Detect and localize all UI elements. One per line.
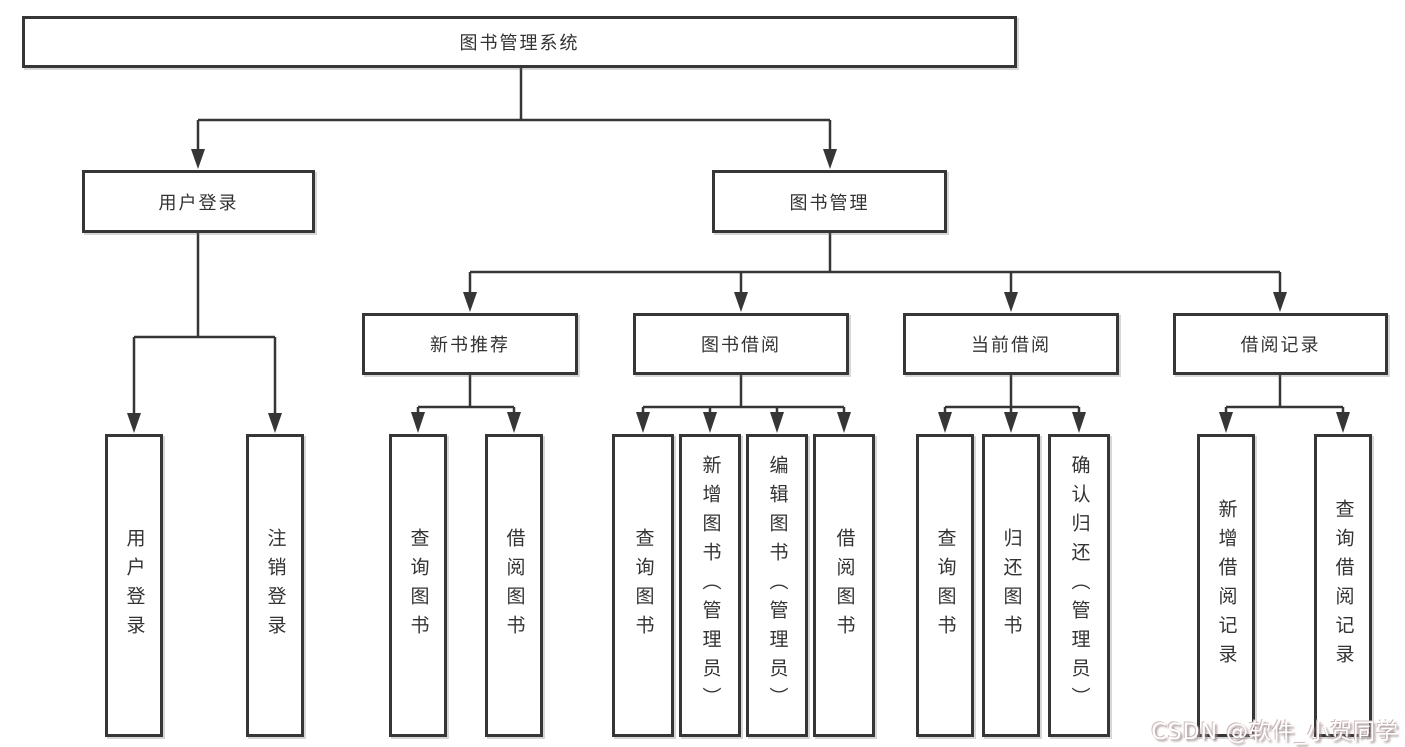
node-nbr-query-books: 查询图书 [389, 434, 447, 737]
node-new-book-recommend: 新书推荐 [362, 313, 578, 375]
node-label: 查询借阅记录 [1332, 498, 1355, 673]
node-label: 查询图书 [632, 527, 655, 644]
node-label: 图书借阅 [701, 335, 781, 356]
connector-root-to-level2 [191, 68, 837, 169]
connector-book-management-to-level3 [463, 233, 1287, 312]
node-br-add-record: 新增借阅记录 [1197, 434, 1255, 737]
node-label: 注销登录 [264, 527, 287, 644]
connector-new-book-recommend-to-children [411, 375, 521, 433]
node-logout: 注销登录 [246, 434, 304, 737]
node-label: 查询图书 [934, 527, 957, 644]
node-label: 图书管理系统 [459, 33, 580, 54]
node-nbr-borrow-books: 借阅图书 [485, 434, 543, 737]
node-label: 归还图书 [1000, 527, 1023, 644]
node-label: 用户登录 [158, 192, 239, 214]
node-label: 当前借阅 [971, 335, 1051, 356]
node-label: 借阅记录 [1240, 335, 1321, 356]
node-br-query-record: 查询借阅记录 [1314, 434, 1372, 737]
node-bb-borrow-books: 借阅图书 [813, 434, 875, 737]
node-label: 新增借阅记录 [1215, 498, 1238, 673]
node-label: 编辑图书（管理员） [766, 455, 789, 716]
node-label: 图书管理 [789, 192, 870, 214]
connector-user-login-to-children [127, 233, 282, 433]
node-label: 借阅图书 [503, 527, 526, 644]
node-borrowing-records: 借阅记录 [1173, 313, 1388, 375]
node-user-login-action: 用户登录 [105, 434, 163, 737]
connector-current-borrowing-to-children [938, 375, 1086, 433]
connector-book-borrowing-to-children [636, 375, 851, 433]
node-cb-query-books: 查询图书 [916, 434, 974, 737]
node-label: 用户登录 [123, 527, 146, 644]
node-label: 确认归还（管理员） [1068, 455, 1091, 716]
node-cb-return-books: 归还图书 [982, 434, 1040, 737]
node-bb-add-books-admin: 新增图书（管理员） [679, 434, 741, 737]
node-label: 新增图书（管理员） [699, 455, 722, 716]
node-book-management: 图书管理 [712, 170, 947, 233]
node-user-login: 用户登录 [82, 170, 315, 233]
node-current-borrowing: 当前借阅 [903, 313, 1119, 375]
node-cb-confirm-return-admin: 确认归还（管理员） [1048, 434, 1110, 737]
node-label: 借阅图书 [833, 527, 856, 644]
node-label: 查询图书 [407, 527, 430, 644]
node-book-borrowing: 图书借阅 [633, 313, 849, 375]
node-library-system: 图书管理系统 [22, 16, 1017, 68]
node-bb-query-books: 查询图书 [612, 434, 674, 737]
connector-borrowing-records-to-children [1219, 375, 1350, 433]
node-label: 新书推荐 [430, 335, 510, 356]
node-bb-edit-books-admin: 编辑图书（管理员） [746, 434, 808, 737]
